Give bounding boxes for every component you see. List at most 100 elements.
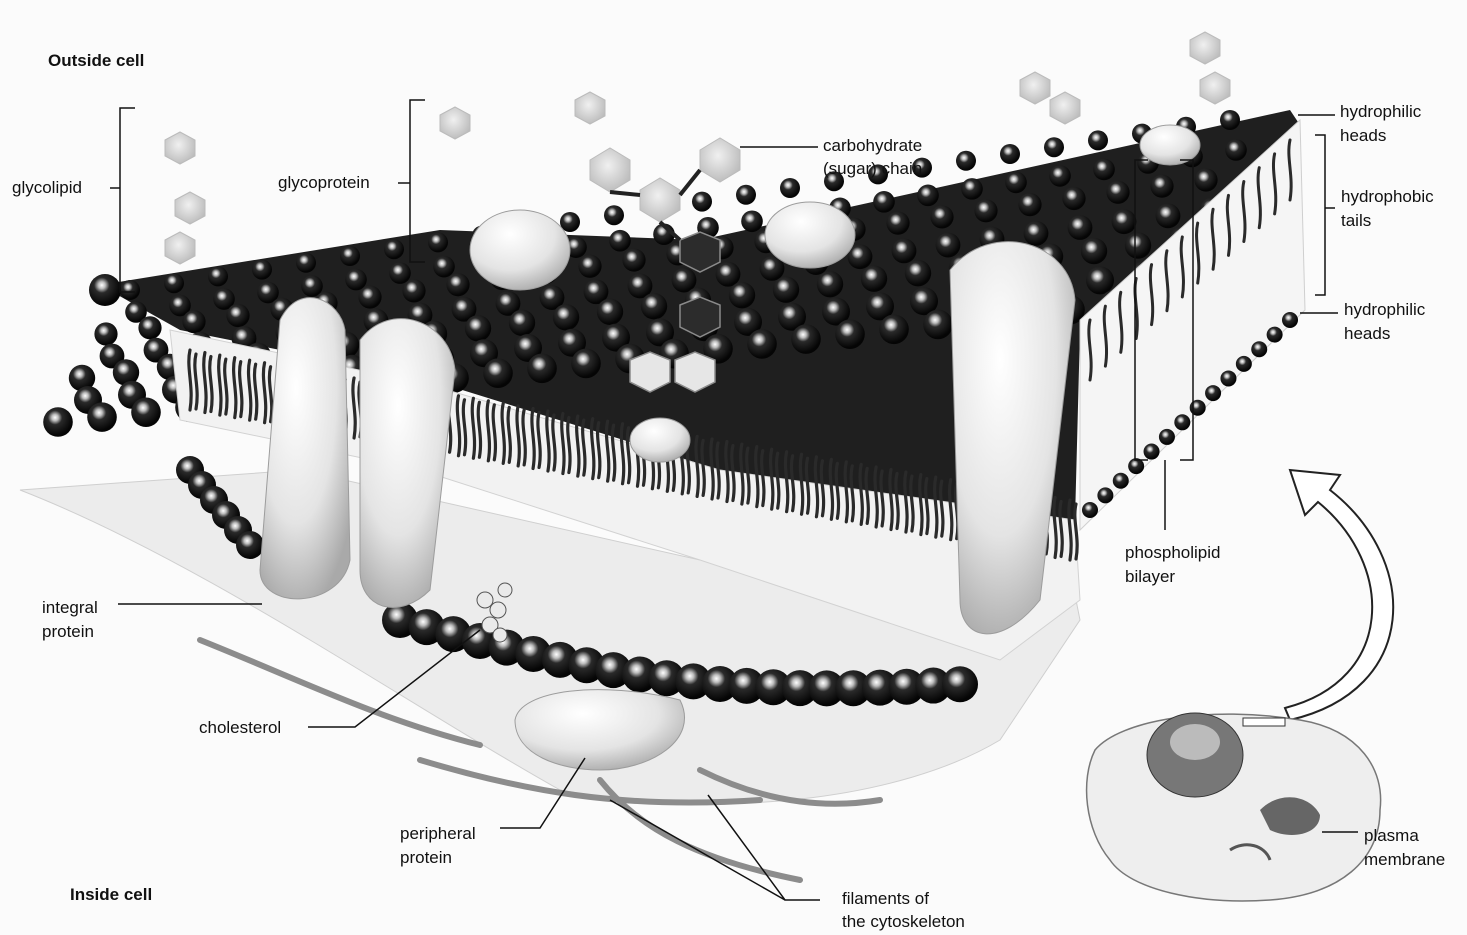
phospholipid-head <box>961 178 983 200</box>
phospholipid-head <box>861 265 887 291</box>
hydrophilic-heads-top-line2: heads <box>1340 125 1386 147</box>
phospholipid-head <box>433 256 455 278</box>
phospholipid-head <box>1093 159 1115 181</box>
phospholipid-head <box>597 299 623 325</box>
phospholipid-head <box>131 397 161 427</box>
phospholipid-head <box>817 271 843 297</box>
phospholipid-head <box>1220 110 1240 130</box>
phospholipid-head <box>43 407 73 437</box>
peripheral-protein-line1: peripheral <box>400 823 476 845</box>
phospholipid-head <box>1205 385 1221 401</box>
phospholipid-head <box>604 205 624 225</box>
phospholipid-head <box>1000 144 1020 164</box>
phospholipid-head <box>747 329 777 359</box>
glycoprotein-label: glycoprotein <box>278 172 370 194</box>
phospholipid-head <box>1112 209 1137 234</box>
phospholipid-head <box>1106 181 1129 204</box>
phospholipid-head <box>446 273 469 296</box>
phospholipid-head <box>1088 130 1108 150</box>
phospholipid-head <box>780 178 800 198</box>
phospholipid-head <box>835 319 865 349</box>
phospholipid-bilayer-line1: phospholipid <box>1125 542 1220 564</box>
phospholipid-head <box>974 199 997 222</box>
phospholipid-head <box>1225 139 1247 161</box>
peripheral-protein-line2: protein <box>400 847 452 869</box>
phospholipid-head <box>1113 473 1129 489</box>
phospholipid-head <box>345 269 367 291</box>
phospholipid-head <box>389 262 411 284</box>
phospholipid-head <box>1282 312 1298 328</box>
inside-cell-label: Inside cell <box>70 884 152 906</box>
phospholipid-head <box>1251 341 1267 357</box>
phospholipid-head <box>87 402 117 432</box>
phospholipid-head <box>716 262 741 287</box>
phospholipid-head <box>1018 193 1041 216</box>
phospholipid-head <box>1068 215 1093 240</box>
phospholipid-head <box>741 210 763 232</box>
phospholipid-head <box>879 314 909 344</box>
phospholipid-head <box>930 205 953 228</box>
phospholipid-head <box>208 266 228 286</box>
hydrophilic-heads-top-line1: hydrophilic <box>1340 101 1421 123</box>
phospholipid-head <box>923 310 953 340</box>
phospholipid-head <box>138 316 161 339</box>
phospholipid-head <box>1097 487 1113 503</box>
phospholipid-head <box>527 354 557 384</box>
phospholipid-head <box>956 151 976 171</box>
phospholipid-head <box>252 260 272 280</box>
phospholipid-head <box>1267 327 1283 343</box>
phospholipid-head <box>1174 414 1190 430</box>
phospholipid-head <box>1156 203 1181 228</box>
phospholipid-head <box>120 280 140 300</box>
plasma-membrane-line1: plasma <box>1364 825 1419 847</box>
phospholipid-head <box>340 246 360 266</box>
phospholipid-head <box>1159 429 1175 445</box>
phospholipid-head <box>886 212 909 235</box>
phospholipid-head <box>182 310 205 333</box>
integral-protein-line2: protein <box>42 621 94 643</box>
phospholipid-head <box>1220 370 1236 386</box>
zoom-arrow <box>1285 470 1393 720</box>
phospholipid-head <box>917 185 939 207</box>
phospholipid-head <box>1082 502 1098 518</box>
carbohydrate-label-line2: (sugar) chain <box>823 158 922 180</box>
phospholipid-head <box>402 279 425 302</box>
phospholipid-head <box>791 324 821 354</box>
phospholipid-head <box>164 273 184 293</box>
phospholipid-head <box>89 274 121 306</box>
phospholipid-head <box>296 253 316 273</box>
phospholipid-head <box>936 233 961 258</box>
phospholipid-head <box>942 666 978 702</box>
phospholipid-head <box>736 185 756 205</box>
phospholipid-head <box>1081 238 1107 264</box>
cholesterol-label: cholesterol <box>199 717 281 739</box>
hydrophilic-heads-bottom-line2: heads <box>1344 323 1390 345</box>
phospholipid-head <box>729 282 755 308</box>
phospholipid-head <box>622 248 645 271</box>
glycolipid-label: glycolipid <box>12 177 82 199</box>
phospholipid-head <box>641 293 667 319</box>
phospholipid-head <box>773 276 799 302</box>
phospholipid-head <box>509 310 535 336</box>
phospholipid-head <box>465 315 491 341</box>
phospholipid-head <box>905 260 931 286</box>
phospholipid-head <box>384 239 404 259</box>
hydrophobic-tails-line1: hydrophobic <box>1341 186 1434 208</box>
phospholipid-head <box>1044 137 1064 157</box>
phospholipid-head <box>1005 172 1027 194</box>
filaments-line1: filaments of <box>842 888 929 910</box>
phospholipid-head <box>571 349 601 379</box>
phospholipid-bilayer-line2: bilayer <box>1125 566 1175 588</box>
phospholipid-head <box>892 238 917 263</box>
phospholipid-head <box>609 230 631 252</box>
filaments-line2: the cytoskeleton <box>842 911 965 933</box>
phospholipid-head <box>1062 187 1085 210</box>
phospholipid-head <box>553 304 579 330</box>
phospholipid-head <box>1024 221 1049 246</box>
phospholipid-head <box>873 191 895 213</box>
outside-cell-label: Outside cell <box>48 50 144 72</box>
hydrophilic-heads-bottom-line1: hydrophilic <box>1344 299 1425 321</box>
hydrophobic-tails-line2: tails <box>1341 210 1371 232</box>
